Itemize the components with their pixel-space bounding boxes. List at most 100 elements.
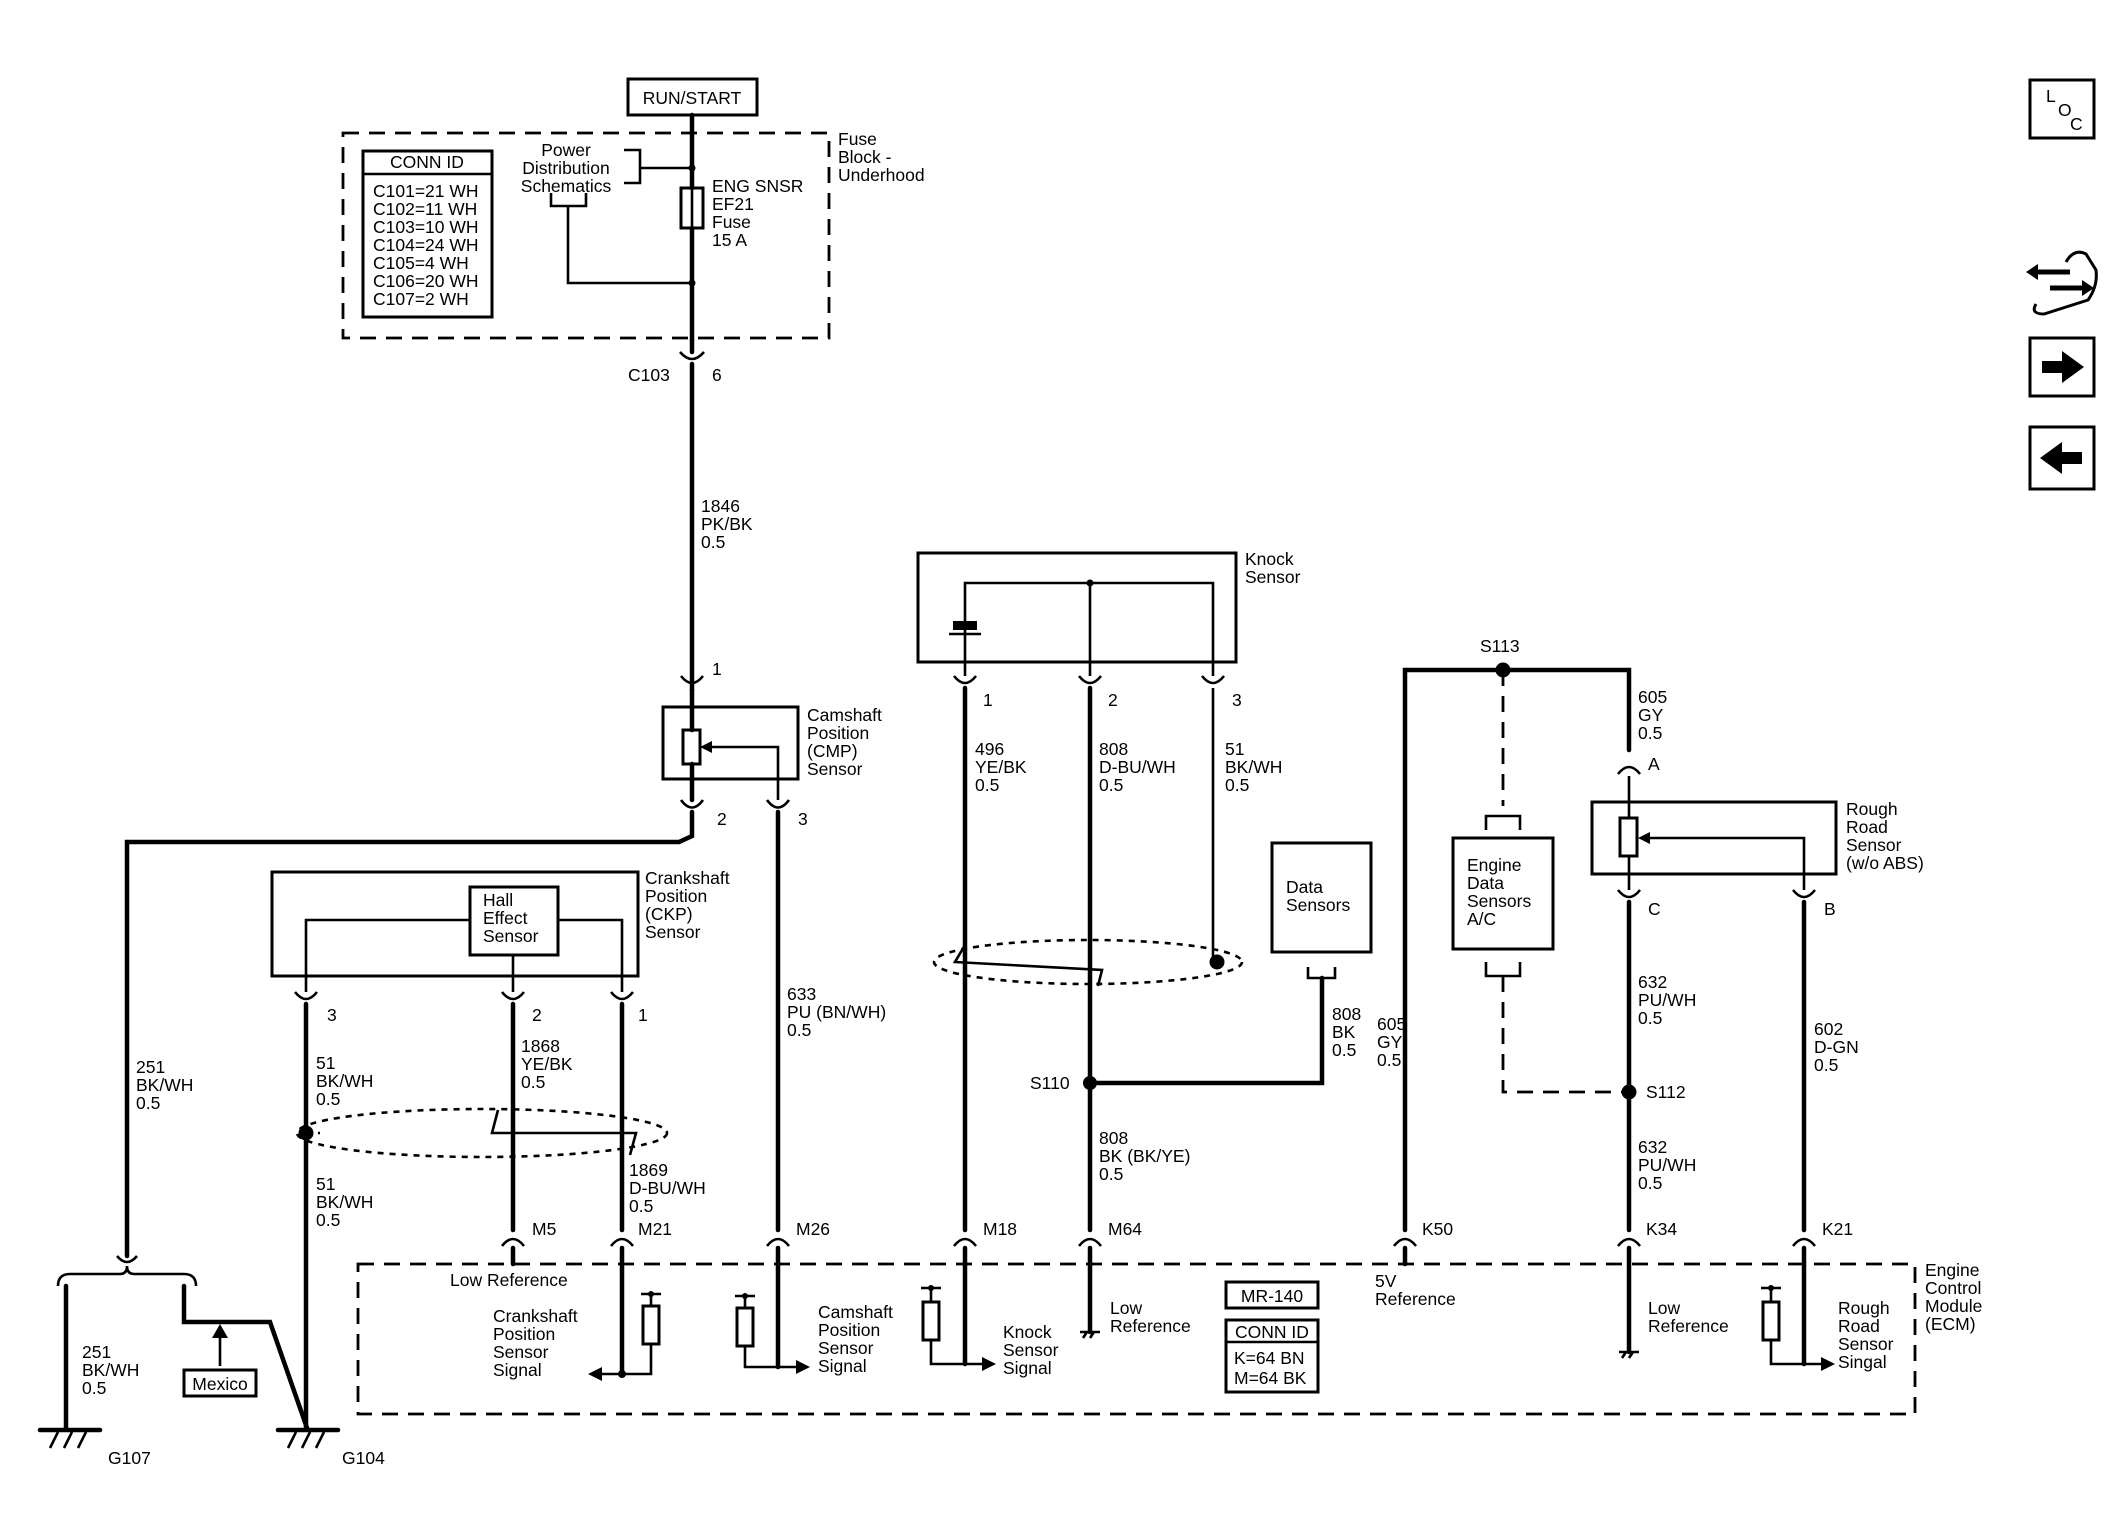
fuse-block-title-line: Fuse xyxy=(838,129,877,149)
power-distribution-reference: Power Distribution Schematics xyxy=(521,140,696,287)
ecm-conn-id-row: M=64 BK xyxy=(1234,1368,1307,1388)
wire-label: 0.5 xyxy=(629,1196,653,1216)
wire-label: GY xyxy=(1377,1032,1403,1052)
rough-road-signal-label: Singal xyxy=(1838,1352,1887,1372)
fuse-block-title: Fuse Block - Underhood xyxy=(838,129,925,185)
previous-page-button[interactable] xyxy=(2028,425,2096,491)
wire-label: 0.5 xyxy=(1099,775,1123,795)
s113-label: S113 xyxy=(1480,636,1520,656)
arrow-right-icon xyxy=(2042,351,2084,383)
splice-s112 xyxy=(1621,1084,1637,1100)
wire-label: BK/WH xyxy=(1225,757,1282,777)
c103-name: C103 xyxy=(628,365,670,385)
hall-effect-label: Effect xyxy=(483,908,528,928)
s112-label: S112 xyxy=(1646,1082,1686,1102)
wire-label: 0.5 xyxy=(1638,1008,1662,1028)
wire-label: BK/WH xyxy=(82,1360,139,1380)
wire-label: D-BU/WH xyxy=(629,1178,706,1198)
wire-label: BK/WH xyxy=(136,1075,193,1095)
wire-1869-label: 1869 D-BU/WH 0.5 xyxy=(629,1160,706,1216)
wire-label: 1868 xyxy=(521,1036,560,1056)
knock-shield xyxy=(932,938,1244,986)
ref-5v-label: Reference xyxy=(1375,1289,1456,1309)
fuse-block-enclosure xyxy=(341,131,831,340)
cmp-title: (CMP) xyxy=(807,741,858,761)
engine-data-label: A/C xyxy=(1467,909,1496,929)
wire-label: PU/WH xyxy=(1638,990,1696,1010)
ground-g107: G107 xyxy=(37,1427,151,1468)
cmp-pin: 2 xyxy=(717,809,727,829)
wire-808c-label: 808 BK (BK/YE) 0.5 xyxy=(1099,1128,1190,1184)
rough-road-sensor: A C B Rough Road Sensor (w/o ABS) xyxy=(1590,754,1924,919)
wire-label: 633 xyxy=(787,984,816,1004)
wire-label: 0.5 xyxy=(1638,1173,1662,1193)
ckp-signal-label: Position xyxy=(493,1324,555,1344)
data-sensors-label: Data xyxy=(1286,877,1323,897)
fuse-block-title-line: Block - xyxy=(838,147,892,167)
fuse-label: Fuse xyxy=(712,212,751,232)
rough-road-pin: B xyxy=(1824,899,1836,919)
wire-51-labels: 51 BK/WH 0.5 51 BK/WH 0.5 xyxy=(316,1053,373,1230)
wire-label: 0.5 xyxy=(521,1072,545,1092)
ecm-title-line: Module xyxy=(1925,1296,1982,1316)
rough-road-signal-label: Road xyxy=(1838,1316,1880,1336)
ecm-internal-circuits: Low Reference Crankshaft Position Sensor… xyxy=(450,1245,1894,1394)
wire-label: 251 xyxy=(136,1057,165,1077)
wire-label: D-BU/WH xyxy=(1099,757,1176,777)
loc-letter: O xyxy=(2058,100,2072,120)
wire-label: PK/BK xyxy=(701,514,753,534)
wire-632b-label: 632 PU/WH 0.5 xyxy=(1638,1137,1696,1193)
engine-data-label: Engine xyxy=(1467,855,1522,875)
ecm-pins: M5 M21 M26 M18 M64 K50 K34 K21 xyxy=(500,1219,1853,1247)
fuse-block-title-line: Underhood xyxy=(838,165,925,185)
rough-road-pin: A xyxy=(1648,754,1660,774)
wire-label: PU/WH xyxy=(1638,1155,1696,1175)
wire-label: 0.5 xyxy=(1814,1055,1838,1075)
fuse-ef21: ENG SNSR EF21 Fuse 15 A xyxy=(679,112,803,343)
conn-id-row: C103=10 WH xyxy=(373,217,479,237)
wire-label: 0.5 xyxy=(316,1210,340,1230)
low-reference-label: Low xyxy=(1648,1298,1680,1318)
wire-label: 1846 xyxy=(701,496,740,516)
ckp-twist xyxy=(490,1109,638,1156)
ckp-title: Position xyxy=(645,886,707,906)
wire-label: 605 xyxy=(1377,1014,1406,1034)
ecm-pin: M26 xyxy=(796,1219,830,1239)
wire-label: 632 xyxy=(1638,972,1667,992)
wire-label: 51 xyxy=(316,1174,335,1194)
wire-label: 0.5 xyxy=(82,1378,106,1398)
wire-605b-label: 605 GY 0.5 xyxy=(1377,1014,1406,1070)
g107-label: G107 xyxy=(108,1448,151,1468)
loc-letter: C xyxy=(2070,114,2083,134)
connector-view-button[interactable] xyxy=(2026,240,2098,316)
wire-808a-label: 808 D-BU/WH 0.5 xyxy=(1099,739,1176,795)
wire-496-label: 496 YE/BK 0.5 xyxy=(975,739,1027,795)
knock-pin: 3 xyxy=(1232,690,1242,710)
ecm-conn-id-title: CONN ID xyxy=(1235,1322,1309,1342)
ckp-title: Crankshaft xyxy=(645,868,730,888)
wire-label: 0.5 xyxy=(1377,1050,1401,1070)
rough-road-pin: C xyxy=(1648,899,1661,919)
data-sensors-box: Data Sensors S110 808 BK 0.5 xyxy=(1030,841,1373,1093)
g104-label: G104 xyxy=(342,1448,385,1468)
rough-road-title: Road xyxy=(1846,817,1888,837)
conn-id-row: C106=20 WH xyxy=(373,271,479,291)
conn-id-row: C107=2 WH xyxy=(373,289,469,309)
conn-id-row: C101=21 WH xyxy=(373,181,479,201)
connector-hand-icon xyxy=(2026,250,2098,316)
loc-button[interactable]: L O C xyxy=(2028,78,2096,140)
wire-label: 51 xyxy=(1225,739,1244,759)
wire-label: BK/WH xyxy=(316,1192,373,1212)
wire-51c-label: 51 BK/WH 0.5 xyxy=(1225,739,1282,795)
ecm-title-line: (ECM) xyxy=(1925,1314,1976,1334)
conn-id-title: CONN ID xyxy=(390,152,464,172)
fuse-label: 15 A xyxy=(712,230,747,250)
wire-label: YE/BK xyxy=(975,757,1027,777)
next-page-button[interactable] xyxy=(2028,336,2096,398)
cmp-pin: 1 xyxy=(712,659,722,679)
conn-id-table: CONN ID C101=21 WH C102=11 WH C103=10 WH… xyxy=(361,149,494,319)
knock-signal-label: Knock xyxy=(1003,1322,1052,1342)
cmp-title: Camshaft xyxy=(807,705,882,725)
ecm-pin: M18 xyxy=(983,1219,1017,1239)
connector-c103: C103 6 xyxy=(628,337,722,693)
